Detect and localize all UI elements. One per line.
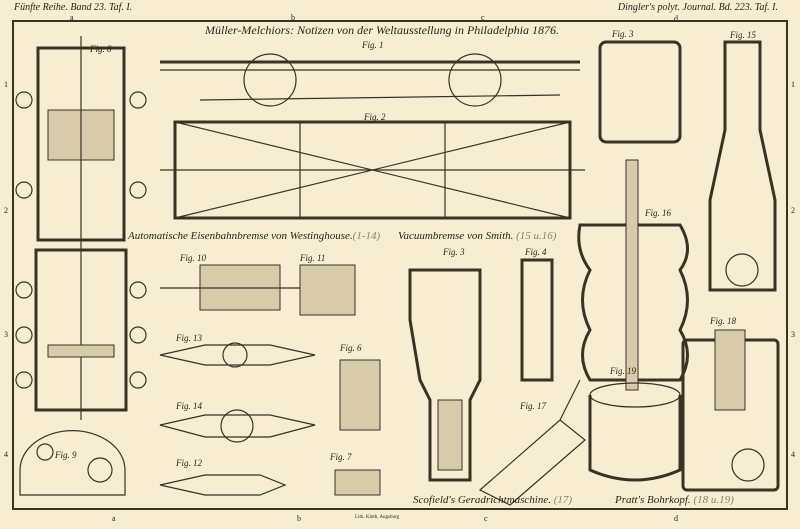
row-mark-1: 1 [4, 80, 8, 89]
fig17-label: Fig. 17 [520, 401, 546, 411]
fig6-drawing [339, 359, 381, 431]
fig2-drawing [160, 120, 585, 220]
fig3-label: Fig. 3 [443, 247, 465, 257]
row-mark-2: 2 [4, 206, 8, 215]
column-mark-a-bottom: a [112, 514, 116, 523]
fig3-top-drawing [598, 40, 682, 144]
fig13-label: Fig. 13 [176, 333, 202, 343]
fig18-drawing [681, 329, 780, 492]
row-mark-1-right: 1 [791, 80, 795, 89]
fig6-label: Fig. 6 [340, 343, 362, 353]
fig2-label: Fig. 2 [364, 112, 386, 122]
fig19-drawing [588, 382, 682, 482]
caption-smith: Vacuumbremse von Smith. (15 u.16) [398, 230, 556, 243]
fig7-label: Fig. 7 [330, 452, 352, 462]
fig14-drawing [159, 409, 316, 443]
row-mark-4: 4 [4, 450, 8, 459]
row-mark-3: 3 [4, 330, 8, 339]
caption-figs: (18 u.19) [693, 494, 734, 506]
column-mark-d: d [674, 14, 678, 23]
fig19-label: Fig. 19 [610, 366, 636, 376]
fig7-drawing [334, 469, 381, 496]
row-mark-2-right: 2 [791, 206, 795, 215]
fig17-drawing [478, 379, 586, 506]
caption-figs: (1-14) [352, 230, 381, 242]
caption-scofield: Scofield's Geradrichtmaschine. (17) [413, 494, 572, 507]
caption-text: Scofield's Geradrichtmaschine. [413, 494, 551, 506]
row-mark-3-right: 3 [791, 330, 795, 339]
header-left: Fünfte Reihe. Band 23. Taf. I. [14, 2, 133, 13]
caption-figs: (15 u.16) [516, 230, 557, 242]
fig16-drawing [577, 159, 689, 391]
fig3-drawing [408, 268, 482, 482]
fig9-drawing [19, 430, 126, 496]
caption-figs: (17) [553, 494, 573, 506]
fig13-drawing [159, 342, 316, 368]
fig8-drawing [15, 36, 147, 420]
column-mark-c: c [481, 13, 485, 22]
caption-pratt: Pratt's Bohrkopf. (18 u.19) [615, 494, 734, 507]
header-right: Dingler's polyt. Journal. Bd. 223. Taf. … [617, 2, 778, 13]
caption-westinghouse: Automatische Eisenbahnbremse von Westing… [128, 230, 380, 243]
plate-frame [12, 20, 788, 510]
fig8-label: Fig. 8 [90, 44, 112, 54]
column-mark-b-bottom: b [297, 514, 301, 523]
fig1-drawing [160, 53, 580, 107]
fig10-label: Fig. 10 [180, 253, 206, 263]
fig10-drawing [160, 264, 315, 311]
fig3-top-label: Fig. 3 [612, 29, 634, 39]
column-mark-b: b [291, 13, 295, 22]
fig11-label: Fig. 11 [300, 253, 326, 263]
column-mark-c-bottom: c [484, 514, 488, 523]
caption-text: Vacuumbremse von Smith. [398, 230, 514, 242]
imprint: Lith. Kloth, Augsburg [355, 515, 400, 520]
plate-title: Müller-Melchiors: Notizen von der Weltau… [205, 23, 559, 37]
fig15-drawing [708, 40, 777, 292]
fig9-label: Fig. 9 [55, 450, 77, 460]
fig4-drawing [520, 258, 554, 382]
fig12-drawing [159, 474, 287, 496]
caption-text: Pratt's Bohrkopf. [615, 494, 691, 506]
fig12-label: Fig. 12 [176, 458, 202, 468]
fig1-label: Fig. 1 [362, 40, 384, 50]
fig14-label: Fig. 14 [176, 401, 202, 411]
column-mark-d-bottom: d [674, 514, 678, 523]
column-mark-a: a [70, 13, 74, 22]
row-mark-4-right: 4 [791, 450, 795, 459]
fig4-label: Fig. 4 [525, 247, 547, 257]
fig18-label: Fig. 18 [710, 316, 736, 326]
caption-text: Automatische Eisenbahnbremse von Westing… [128, 230, 353, 242]
fig15-label: Fig. 15 [730, 30, 756, 40]
fig11-drawing [299, 264, 356, 316]
fig16-label: Fig. 16 [645, 208, 671, 218]
